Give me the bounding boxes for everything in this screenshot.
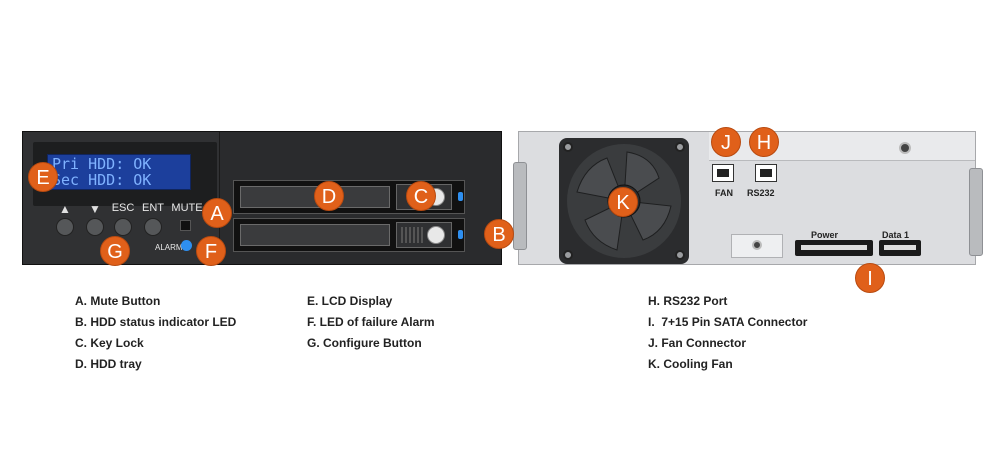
legend-item-f: F. LED of failure Alarm: [307, 315, 435, 329]
hdd-status-led-1: [458, 192, 463, 201]
callout-h: H: [749, 127, 779, 157]
rear-panel: FAN RS232 Power Data 1: [513, 131, 983, 265]
screw-icon: [752, 240, 762, 250]
legend-column-1: A. Mute Button B. HDD status indicator L…: [75, 291, 236, 375]
mute-label: MUTE: [171, 202, 203, 214]
callout-f: F: [196, 236, 226, 266]
mute-button[interactable]: [180, 220, 191, 231]
callout-k: K: [608, 187, 638, 217]
legend-item-j: J. Fan Connector: [648, 336, 747, 350]
sata-power-connector: [795, 240, 873, 256]
callout-b: B: [484, 219, 514, 249]
right-rail: [969, 168, 983, 256]
fan-screw-hole: [675, 142, 685, 152]
callout-g: G: [100, 236, 130, 266]
legend-item-b: B. HDD status indicator LED: [75, 315, 237, 329]
sata-data-label: Data 1: [882, 230, 910, 240]
rs232-port: [755, 164, 777, 182]
legend-column-2: E. LCD Display F. LED of failure Alarm G…: [307, 291, 435, 354]
hdd-status-led-2: [458, 230, 463, 239]
rs232-label: RS232: [747, 188, 775, 198]
callout-d: D: [314, 181, 344, 211]
hdd-tray-2[interactable]: [240, 224, 390, 246]
sata-data-slot: [884, 245, 916, 250]
fan-screw-hole: [563, 250, 573, 260]
ent-button[interactable]: [144, 218, 162, 236]
fan-connector-label: FAN: [715, 188, 733, 198]
down-arrow-icon: ▼: [89, 202, 101, 216]
legend-item-c: C. Key Lock: [75, 336, 144, 350]
legend-item-g: G. Configure Button: [307, 336, 422, 350]
callout-c: C: [406, 181, 436, 211]
up-arrow-icon: ▲: [59, 202, 71, 216]
left-rail: [513, 162, 527, 250]
tray-grip: [401, 227, 423, 243]
down-button[interactable]: [86, 218, 104, 236]
legend-item-a: A. Mute Button: [75, 294, 161, 308]
esc-label: ESC: [111, 202, 135, 214]
sata-power-slot: [801, 245, 867, 250]
fan-screw-hole: [675, 250, 685, 260]
sata-data-connector: [879, 240, 921, 256]
ent-label: ENT: [142, 202, 164, 214]
alarm-led: [181, 240, 192, 251]
screw-icon: [899, 142, 911, 154]
up-button[interactable]: [56, 218, 74, 236]
blank-plate: [731, 234, 783, 258]
callout-a: A: [202, 198, 232, 228]
fan-connector-pins: [717, 169, 729, 177]
lcd-line-1: Pri HDD: OK: [52, 155, 152, 173]
lcd-line-2: Sec HDD: OK: [52, 171, 152, 189]
key-lock-2[interactable]: [396, 222, 452, 248]
rs232-port-pins: [760, 169, 772, 177]
hdd-bay-2: [233, 218, 465, 252]
callout-j: J: [711, 127, 741, 157]
legend-item-h: H. RS232 Port: [648, 294, 728, 308]
legend-item-i: I. 7+15 Pin SATA Connector: [648, 315, 808, 329]
legend-item-d: D. HDD tray: [75, 357, 142, 371]
legend-column-3: H. RS232 Port I. 7+15 Pin SATA Connector…: [648, 291, 807, 375]
legend-item-k: K. Cooling Fan: [648, 357, 733, 371]
alarm-label: ALARM: [155, 243, 183, 252]
lock-knob-icon: [427, 226, 445, 244]
fan-screw-hole: [563, 142, 573, 152]
callout-i: I: [855, 263, 885, 293]
sata-power-label: Power: [811, 230, 839, 240]
esc-button[interactable]: [114, 218, 132, 236]
legend-item-e: E. LCD Display: [307, 294, 393, 308]
fan-connector: [712, 164, 734, 182]
callout-e: E: [28, 162, 58, 192]
